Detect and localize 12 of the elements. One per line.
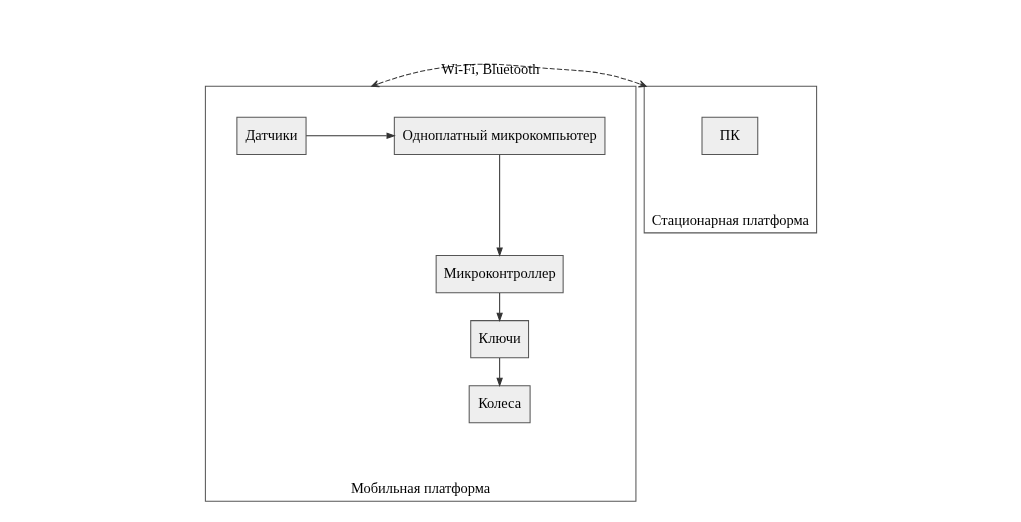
- edge-label: Wi-Fi, Bluetooth: [440, 61, 539, 78]
- node-box: Колеса: [468, 385, 531, 424]
- node-box: ПК: [701, 116, 758, 155]
- arrow: [495, 154, 503, 257]
- node-box: Ключи: [469, 320, 529, 359]
- node-box: Микроконтроллер: [435, 255, 564, 294]
- arrow: [495, 292, 503, 323]
- arrow: [305, 132, 396, 140]
- node-box: Одноплатный микрокомпьютер: [393, 116, 605, 155]
- arrow: [495, 357, 503, 388]
- node-box: Датчики: [235, 116, 307, 155]
- arrow: [370, 63, 647, 88]
